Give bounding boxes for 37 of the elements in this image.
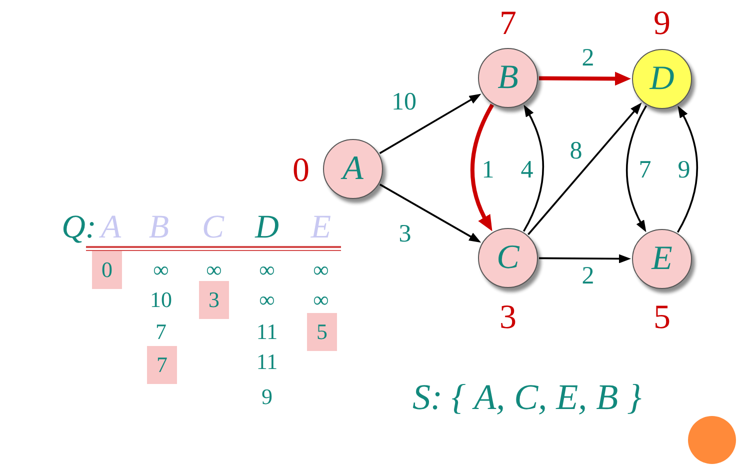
arrow bbox=[379, 94, 482, 154]
distance-label: 0 bbox=[292, 154, 310, 188]
distance-label: 9 bbox=[654, 7, 670, 41]
node-label: C bbox=[496, 241, 520, 275]
node-label: A bbox=[342, 152, 364, 186]
distance-value: ∞ bbox=[206, 259, 222, 281]
node-label: D bbox=[650, 62, 674, 96]
arrow bbox=[379, 184, 482, 243]
node-label: B bbox=[498, 61, 518, 95]
distance-value: 9 bbox=[262, 386, 272, 408]
highlighted-value: 3 bbox=[199, 281, 229, 319]
curved-arrow bbox=[522, 104, 544, 232]
queue-label: Q: bbox=[62, 212, 96, 244]
highlighted-value: 0 bbox=[92, 251, 122, 289]
distance-value: ∞ bbox=[259, 289, 275, 311]
node-label: E bbox=[652, 242, 672, 276]
highlighted-value: 7 bbox=[147, 346, 177, 384]
distance-value: 11 bbox=[256, 351, 278, 373]
distance-label: 3 bbox=[500, 301, 516, 335]
visited-set-label: S: { A, C, E, B } bbox=[412, 379, 642, 415]
distance-label: 7 bbox=[500, 7, 516, 41]
distance-value: 7 bbox=[156, 321, 166, 343]
arrow bbox=[528, 102, 642, 236]
distance-value: ∞ bbox=[313, 289, 329, 311]
distance-value: ∞ bbox=[259, 259, 275, 281]
arrow bbox=[539, 254, 631, 264]
column-header: D bbox=[255, 212, 279, 244]
arrow bbox=[538, 72, 631, 86]
distance-value: 11 bbox=[256, 321, 278, 343]
curved-arrow bbox=[626, 105, 648, 232]
highlighted-value: 5 bbox=[307, 313, 337, 351]
distance-value: 10 bbox=[150, 289, 172, 311]
distance-label: 5 bbox=[654, 301, 670, 335]
curved-arrow bbox=[470, 104, 494, 232]
curved-arrow bbox=[676, 106, 698, 233]
distance-value: ∞ bbox=[313, 259, 329, 281]
distance-value: ∞ bbox=[153, 259, 169, 281]
